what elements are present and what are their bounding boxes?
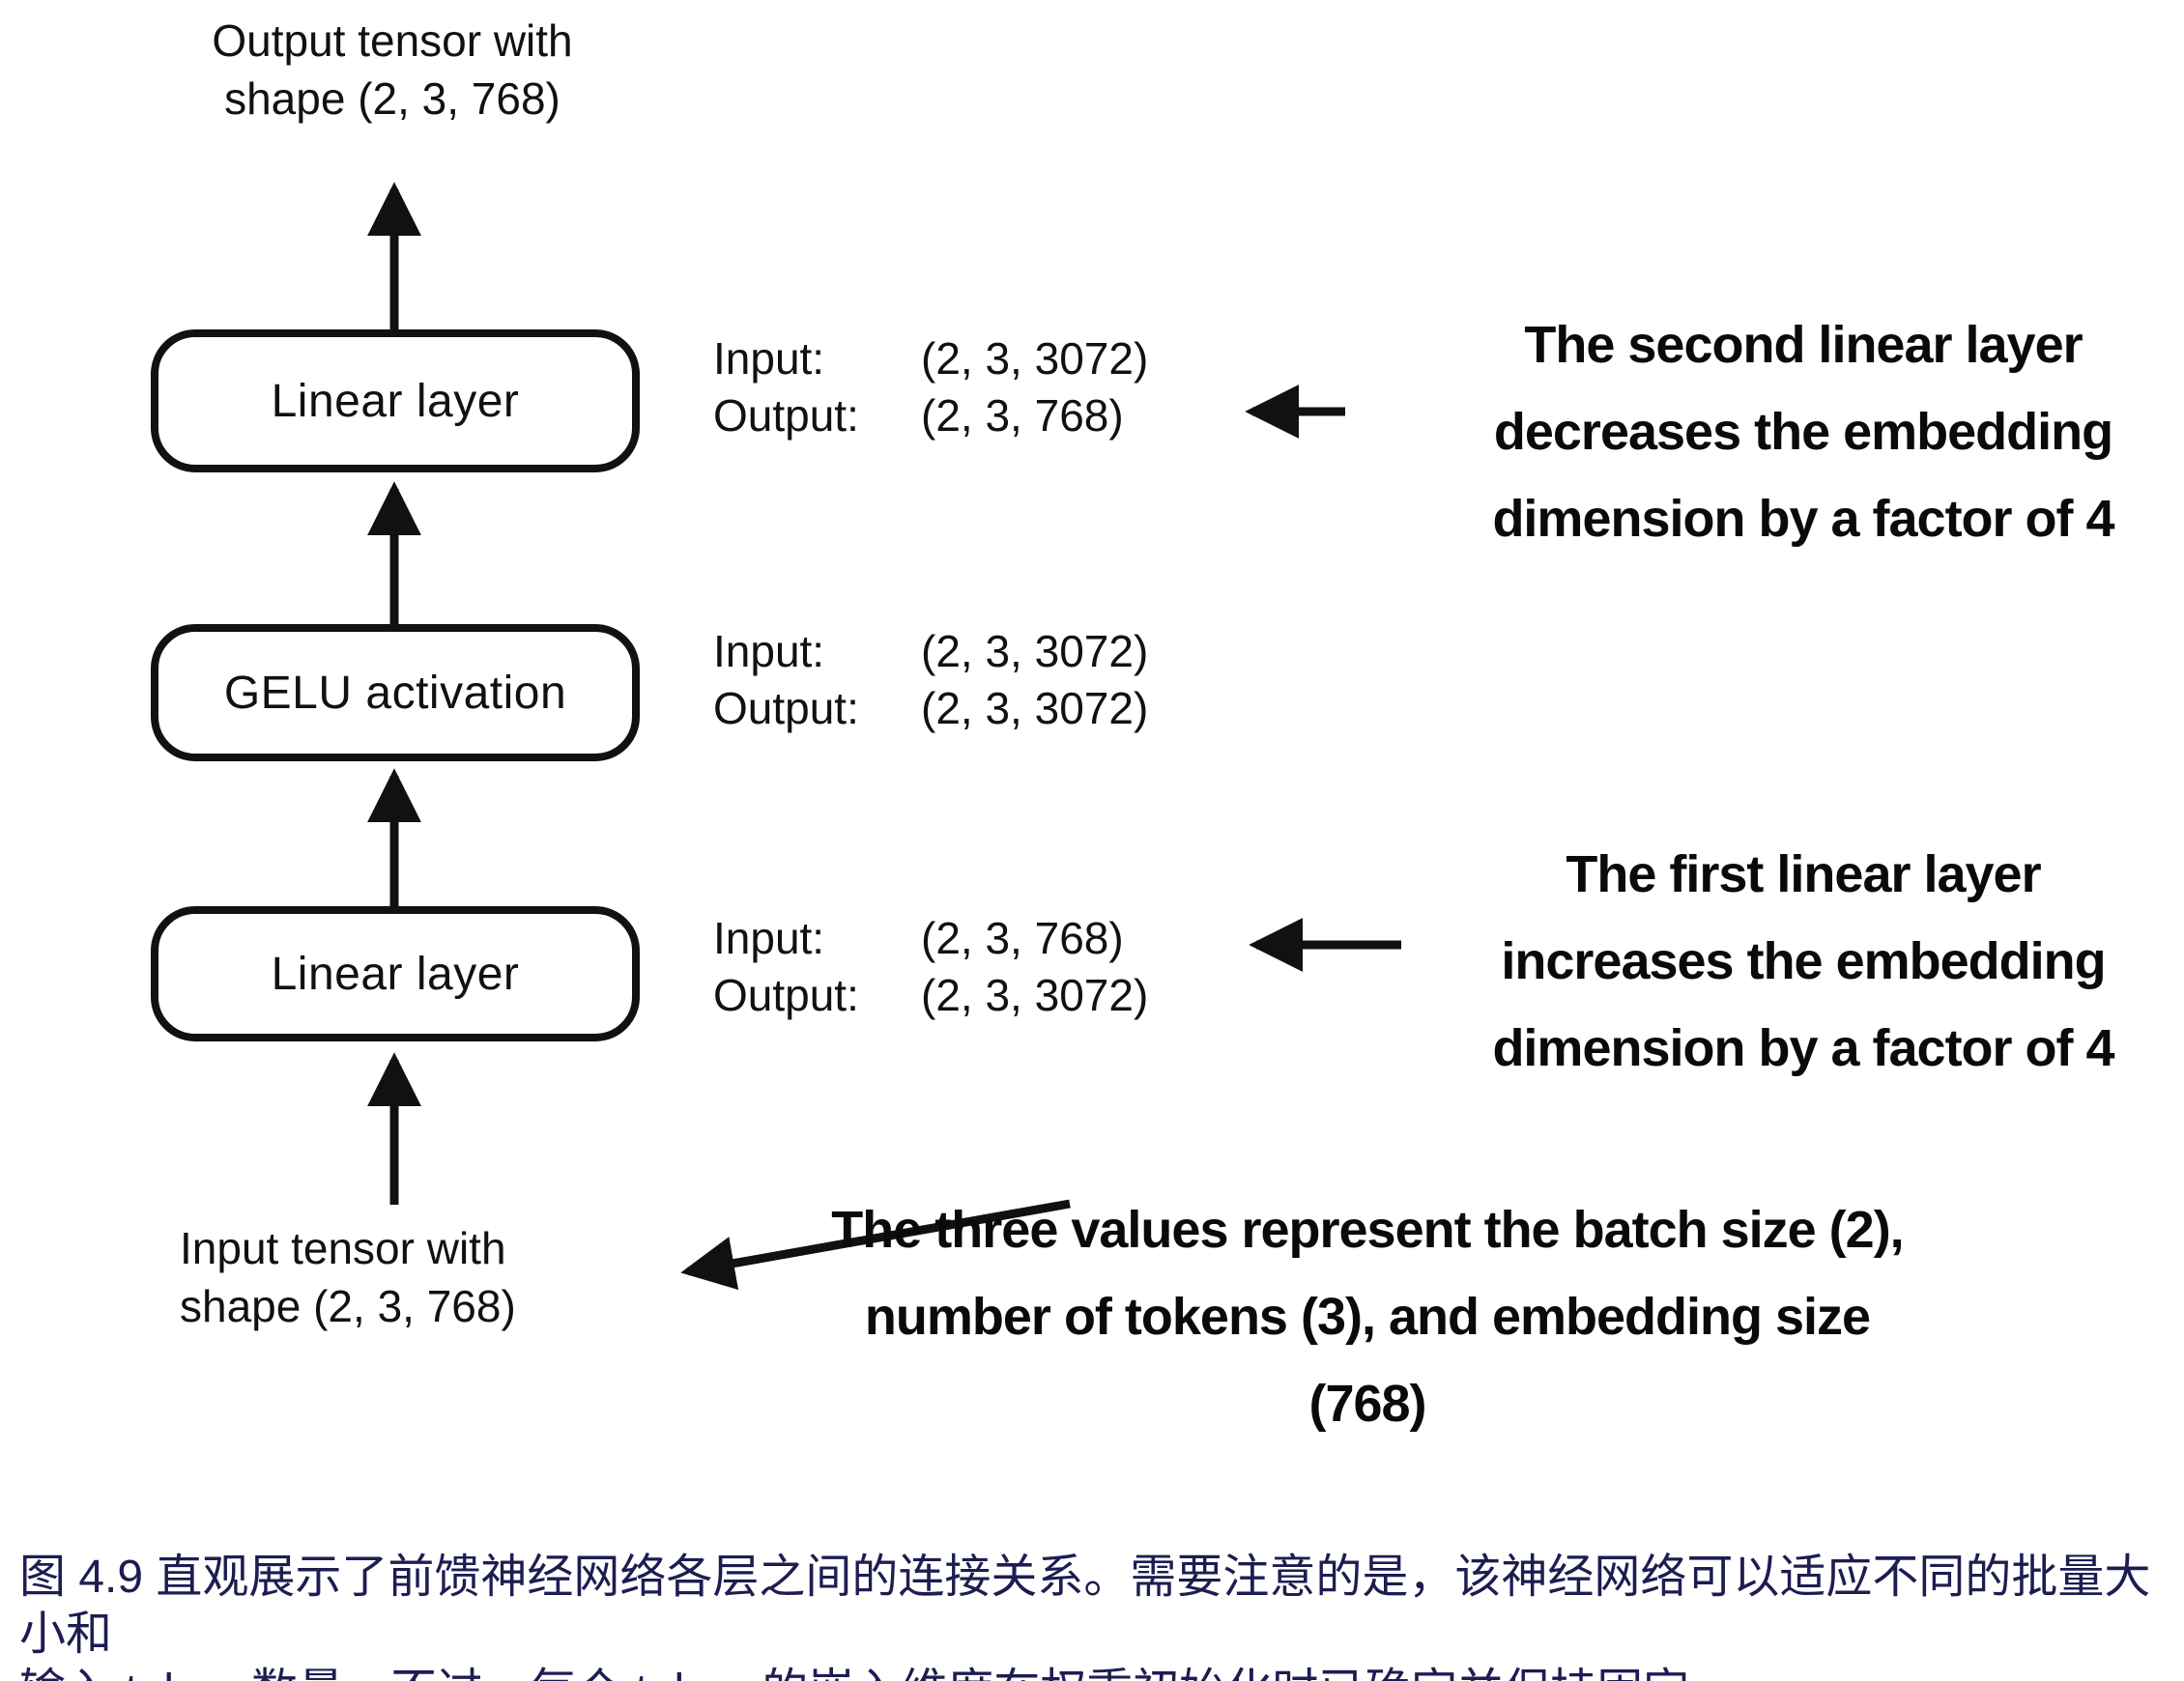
io-input-label: Input:	[713, 626, 825, 676]
note-line: The three values represent the batch siz…	[831, 1201, 1904, 1259]
note-line: dimension by a factor of 4	[1492, 1019, 2114, 1077]
arrow-diag-to-input-label	[680, 1199, 1071, 1291]
node-linear-layer-2: Linear layer	[151, 329, 640, 472]
figure-caption: 图 4.9 直观展示了前馈神经网络各层之间的连接关系。需要注意的是，该神经网络可…	[19, 1549, 2174, 1681]
output-tensor-label: Output tensor with shape (2, 3, 768)	[212, 15, 573, 124]
caption-line-1: 图 4.9 直观展示了前馈神经网络各层之间的连接关系。需要注意的是，该神经网络可…	[19, 1552, 2151, 1660]
note-line: dimension by a factor of 4	[1492, 490, 2114, 548]
io-output-label: Output:	[713, 970, 859, 1020]
io-output-value: (2, 3, 3072)	[921, 683, 1149, 733]
io-input-label: Input:	[713, 913, 825, 963]
node-label: GELU activation	[223, 667, 567, 719]
io-block-linear1: Input: (2, 3, 768) Output: (2, 3, 3072)	[713, 910, 1148, 1024]
node-label: Linear layer	[271, 375, 520, 427]
io-input-value: (2, 3, 3072)	[921, 626, 1149, 676]
input-tensor-label: Input tensor with shape (2, 3, 768)	[180, 1223, 516, 1331]
note-line: (768)	[1308, 1375, 1426, 1433]
node-label: Linear layer	[271, 948, 520, 1000]
note-three-values: The three values represent the batch siz…	[792, 1186, 1942, 1447]
caption-line-2: 输入 token 数量。不过，每个 token 的嵌入维度在权重初始化时已确定并…	[19, 1663, 2174, 1681]
io-output-value: (2, 3, 3072)	[921, 970, 1149, 1020]
note-first-linear-layer: The first linear layer increases the emb…	[1430, 831, 2176, 1092]
io-input-label: Input:	[713, 333, 825, 384]
io-output-label: Output:	[713, 390, 859, 441]
node-linear-layer-1: Linear layer	[151, 906, 640, 1041]
note-line: The second linear layer	[1524, 316, 2083, 374]
io-block-gelu: Input: (2, 3, 3072) Output: (2, 3, 3072)	[713, 623, 1148, 737]
note-second-linear-layer: The second linear layer decreases the em…	[1430, 301, 2176, 562]
io-output-label: Output:	[713, 683, 859, 733]
note-line: The first linear layer	[1566, 845, 2041, 903]
node-gelu-activation: GELU activation	[151, 624, 640, 761]
note-line: decreases the embedding	[1493, 403, 2113, 461]
io-input-value: (2, 3, 3072)	[921, 333, 1149, 384]
io-input-value: (2, 3, 768)	[921, 913, 1124, 963]
io-output-value: (2, 3, 768)	[921, 390, 1124, 441]
io-block-linear2: Input: (2, 3, 3072) Output: (2, 3, 768)	[713, 330, 1148, 444]
note-line: number of tokens (3), and embedding size	[864, 1288, 1871, 1346]
note-line: increases the embedding	[1501, 932, 2106, 990]
